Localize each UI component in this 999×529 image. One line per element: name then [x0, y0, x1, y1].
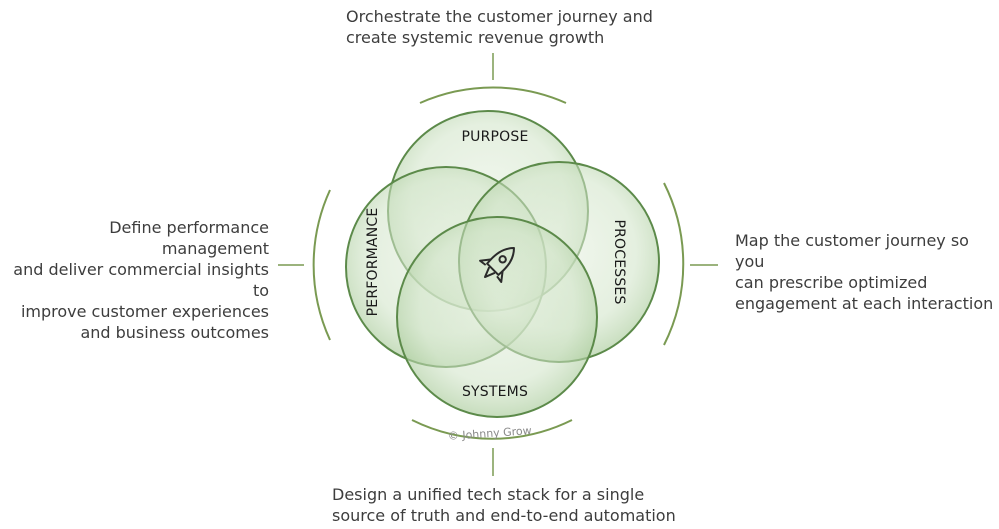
rocket-icon	[479, 247, 515, 283]
left-caption: Define performance management and delive…	[13, 218, 269, 342]
label-processes: PROCESSES	[611, 219, 627, 304]
label-purpose: PURPOSE	[461, 129, 528, 145]
label-performance: PERFORMANCE	[365, 208, 381, 317]
bottom-caption: Design a unified tech stack for a single…	[332, 485, 676, 525]
bottom-arc	[411, 419, 573, 440]
right-arc	[663, 182, 685, 346]
right-caption: Map the customer journey so you can pres…	[735, 231, 994, 313]
label-systems: SYSTEMS	[462, 384, 528, 400]
copyright-text: © Johnny Grow	[447, 424, 532, 443]
top-arc	[419, 86, 567, 104]
circle-systems	[396, 216, 598, 418]
left-arc	[312, 189, 331, 341]
top-caption: Orchestrate the customer journey and cre…	[346, 7, 653, 47]
